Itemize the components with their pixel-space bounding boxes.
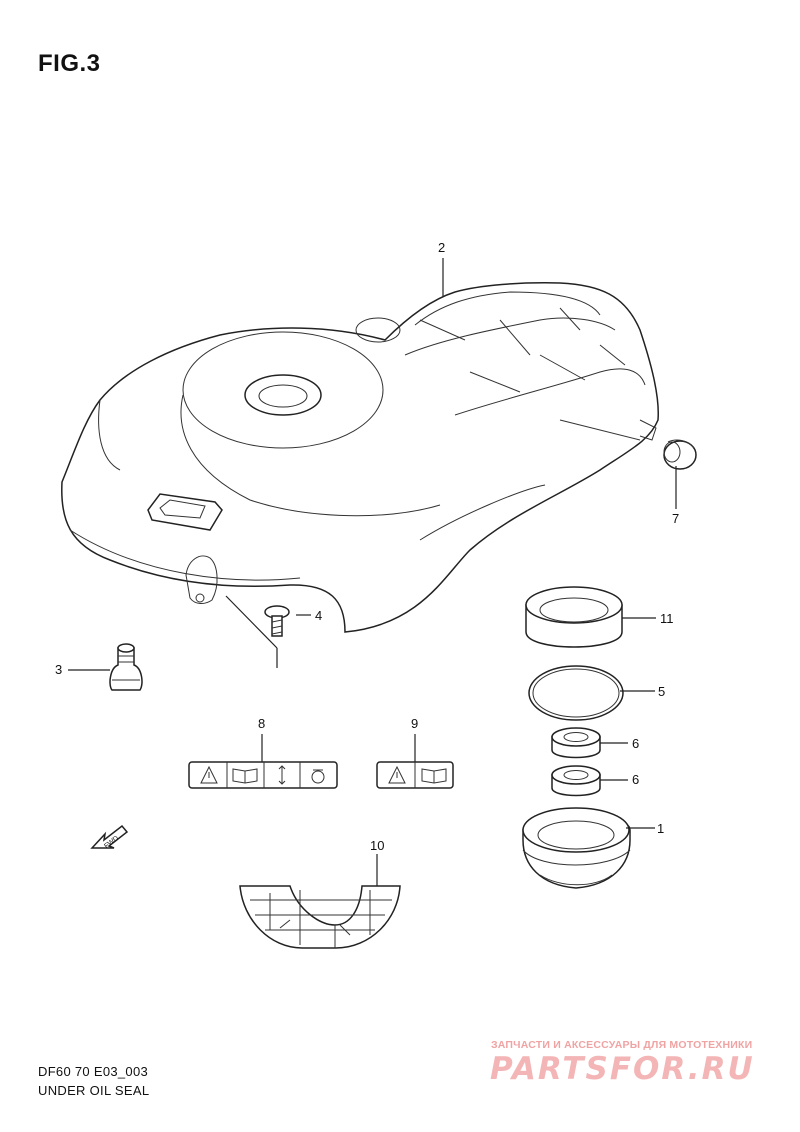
figure-title: FIG.3: [38, 50, 101, 77]
manual-book-icon: [232, 768, 258, 784]
seal-housing-part-1[interactable]: [522, 807, 631, 889]
engine-icon: [311, 769, 325, 784]
callout-6-lower: 6: [632, 772, 639, 787]
callout-9: 9: [411, 716, 418, 731]
oil-seal-part-6-upper[interactable]: [551, 727, 601, 759]
watermark-tagline: ЗАПЧАСТИ И АКСЕССУАРЫ ДЛЯ МОТОТЕХНИКИ: [491, 1039, 753, 1051]
warning-triangle-icon: [200, 765, 218, 784]
callout-6-upper: 6: [632, 736, 639, 751]
mesh-plate-part-10[interactable]: [239, 885, 401, 949]
seal-housing-part-11[interactable]: [525, 586, 623, 648]
grommet-part-7[interactable]: [663, 439, 697, 470]
callout-4: 4: [315, 608, 322, 623]
warning-triangle-icon: [388, 765, 406, 784]
caution-label-part-9[interactable]: [376, 761, 454, 789]
callout-3: 3: [55, 662, 62, 677]
callout-2: 2: [438, 240, 445, 255]
callout-8: 8: [258, 716, 265, 731]
plug-part-3[interactable]: [109, 643, 143, 691]
callout-10: 10: [370, 838, 384, 853]
callout-1: 1: [657, 821, 664, 836]
leader-lines: [68, 258, 677, 886]
caution-label-part-8[interactable]: [188, 761, 338, 789]
under-cover-part-2[interactable]: [61, 282, 660, 633]
oil-seal-part-6-lower[interactable]: [551, 765, 601, 797]
o-ring-part-5[interactable]: [528, 665, 624, 721]
watermark-logo: PARTSFOR.RU: [490, 1051, 755, 1087]
fwd-arrow-icon: [90, 824, 129, 849]
callout-7: 7: [672, 511, 679, 526]
manual-book-icon: [421, 768, 447, 784]
arrow-updown-icon: [278, 765, 286, 785]
diagram-caption: UNDER OIL SEAL: [38, 1083, 150, 1098]
diagram-code: DF60 70 E03_003: [38, 1064, 149, 1079]
callout-5: 5: [658, 684, 665, 699]
callout-11: 11: [660, 611, 674, 626]
screw-part-4[interactable]: [264, 605, 290, 637]
